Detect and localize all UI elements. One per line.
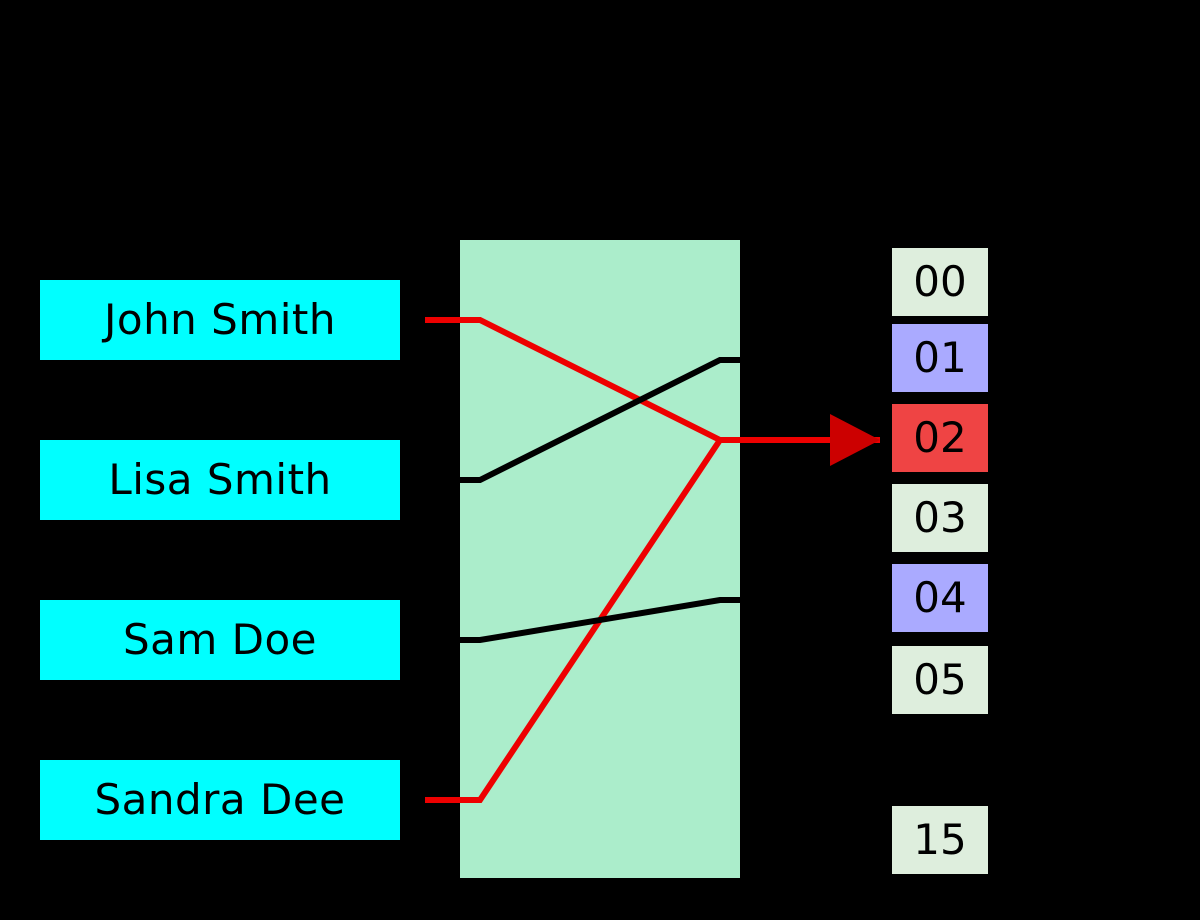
hash-slot-04[interactable]: 04 — [892, 564, 988, 632]
hash-slot-label: 15 — [913, 815, 967, 864]
key-label: Lisa Smith — [108, 455, 332, 504]
hash-slot-label: 02 — [913, 413, 967, 462]
hash-slot-label: 00 — [913, 257, 967, 306]
hash-slot-03[interactable]: 03 — [892, 484, 988, 552]
hash-slot-15[interactable]: 15 — [892, 806, 988, 874]
arrowhead-icon — [830, 414, 880, 466]
hash-function-box — [460, 240, 740, 878]
key-label: Sandra Dee — [94, 775, 346, 824]
hash-slot-05[interactable]: 05 — [892, 646, 988, 714]
hash-slot-00[interactable]: 00 — [892, 248, 988, 316]
hash-slot-label: 05 — [913, 655, 967, 704]
key-box-lisa-smith[interactable]: Lisa Smith — [40, 440, 400, 520]
hash-slot-label: 03 — [913, 493, 967, 542]
key-box-sandra-dee[interactable]: Sandra Dee — [40, 760, 400, 840]
hash-slot-01[interactable]: 01 — [892, 324, 988, 392]
hash-slot-label: 01 — [913, 333, 967, 382]
key-box-sam-doe[interactable]: Sam Doe — [40, 600, 400, 680]
hash-slot-label: 04 — [913, 573, 967, 622]
hash-slot-02[interactable]: 02 — [892, 404, 988, 472]
key-label: Sam Doe — [122, 615, 318, 664]
key-box-john-smith[interactable]: John Smith — [40, 280, 400, 360]
key-label: John Smith — [103, 295, 336, 344]
